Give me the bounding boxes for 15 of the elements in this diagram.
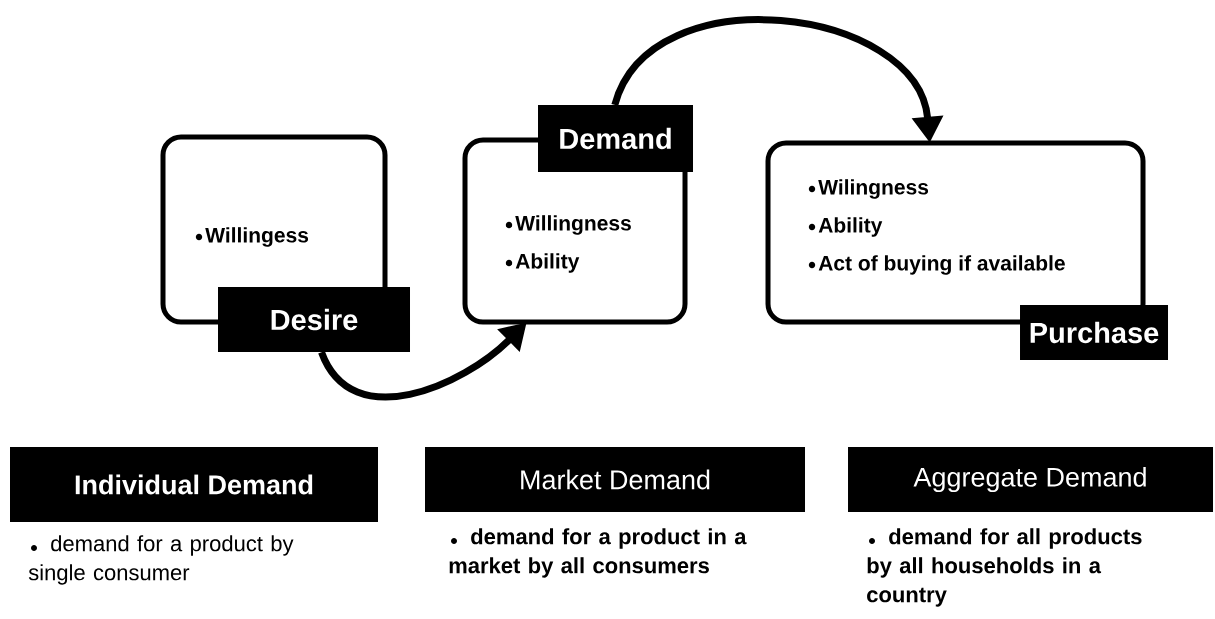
bullet-item: demand for all products by all households in a country [867, 528, 1142, 607]
heading-band: Market Demand [425, 447, 805, 512]
title-tab: Purchase [1020, 305, 1168, 360]
bullet-item: demand for a product by single consumer [28, 535, 294, 585]
bullet-item: Ability [808, 217, 883, 237]
heading-band: Individual Demand [10, 447, 378, 522]
bullet-item: Willingness [505, 215, 631, 235]
title-tab: Desire [218, 287, 410, 352]
bullet-item: Willingess [195, 227, 309, 247]
bullet-item: Ability [505, 253, 580, 273]
bullet-item: demand for a product in a market by all consumers [449, 528, 747, 578]
bullet-item: Act of buying if available [808, 255, 1065, 275]
title-tab: Demand [538, 105, 693, 172]
heading-band: Aggregate Demand [848, 447, 1213, 512]
bullet-item: Wilingness [808, 179, 929, 199]
